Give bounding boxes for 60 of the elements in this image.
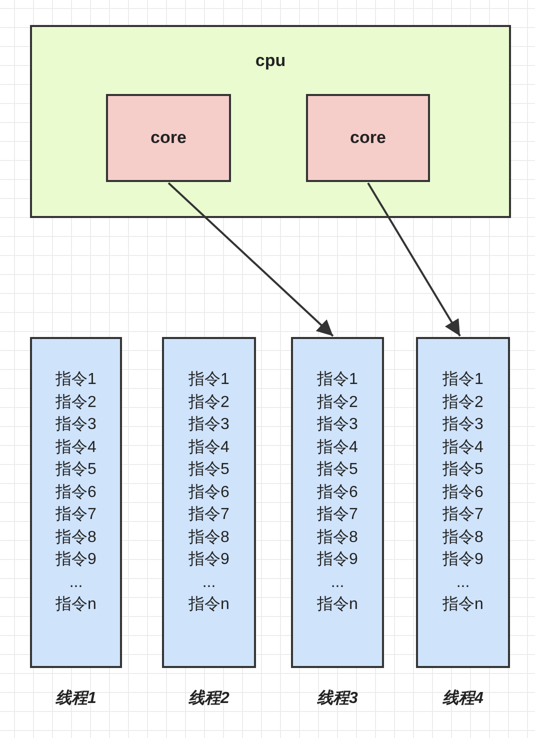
instruction-text: 指令5 (442, 460, 484, 480)
instruction-text: 指令8 (188, 528, 230, 548)
core-box (306, 94, 430, 182)
thread-box (30, 337, 122, 668)
instruction-text: 指令n (188, 595, 230, 615)
instruction-text: 指令6 (56, 482, 96, 502)
instruction-text: 指令7 (442, 505, 484, 525)
instruction-text: 指令2 (317, 392, 358, 412)
instruction-text: ... (456, 572, 470, 592)
instruction-text: ... (69, 572, 83, 592)
instruction-text: 指令9 (188, 550, 230, 570)
instruction-text: 指令6 (188, 482, 230, 502)
instruction-text: 指令n (442, 595, 484, 615)
core-box (106, 94, 231, 182)
instruction-text: 指令3 (317, 415, 358, 435)
thread-box (291, 337, 384, 668)
instruction-text: 指令8 (442, 528, 484, 548)
thread-box (162, 337, 256, 668)
instruction-text: 指令6 (317, 482, 358, 502)
thread-box (416, 337, 510, 668)
arrow (367, 182, 461, 337)
instruction-text: 指令2 (56, 392, 96, 412)
instruction-text: 指令n (317, 595, 358, 615)
instruction-text: 指令9 (442, 550, 484, 570)
instruction-text: 指令7 (56, 505, 96, 525)
instruction-text: 指令8 (317, 528, 358, 548)
instruction-text: 指令1 (442, 370, 484, 390)
instruction-text: 指令9 (317, 550, 358, 570)
instruction-text: ... (202, 572, 216, 592)
instruction-text: 指令8 (56, 528, 96, 548)
box-label: core (350, 128, 386, 148)
instruction-text: 指令1 (317, 370, 358, 390)
thread-label: 线程4 (442, 688, 484, 709)
instruction-text: 指令5 (317, 460, 358, 480)
instruction-text: 指令4 (317, 438, 358, 458)
instruction-text: 指令3 (442, 415, 484, 435)
thread-label: 线程2 (188, 688, 230, 709)
instruction-text: 指令4 (188, 438, 230, 458)
instruction-text: 指令5 (56, 460, 96, 480)
arrow (168, 182, 334, 337)
instruction-text: ... (330, 572, 344, 592)
instruction-text: 指令1 (188, 370, 230, 390)
instruction-text: 指令7 (188, 505, 230, 525)
instruction-text: 指令4 (442, 438, 484, 458)
instruction-text: 指令6 (442, 482, 484, 502)
instruction-text: 指令2 (188, 392, 230, 412)
instruction-text: 指令2 (442, 392, 484, 412)
instruction-text: 指令1 (56, 370, 96, 390)
box-title: cpu (254, 51, 287, 71)
instruction-text: 指令n (56, 595, 96, 615)
instruction-text: 指令5 (188, 460, 230, 480)
instruction-text: 指令3 (188, 415, 230, 435)
thread-label: 线程3 (316, 688, 359, 709)
box-label: core (150, 128, 186, 148)
instruction-text: 指令7 (317, 505, 358, 525)
thread-label: 线程1 (54, 688, 98, 709)
instruction-text: 指令4 (56, 438, 96, 458)
instruction-text: 指令3 (56, 415, 96, 435)
instruction-text: 指令9 (56, 550, 96, 570)
container-box (30, 25, 511, 218)
